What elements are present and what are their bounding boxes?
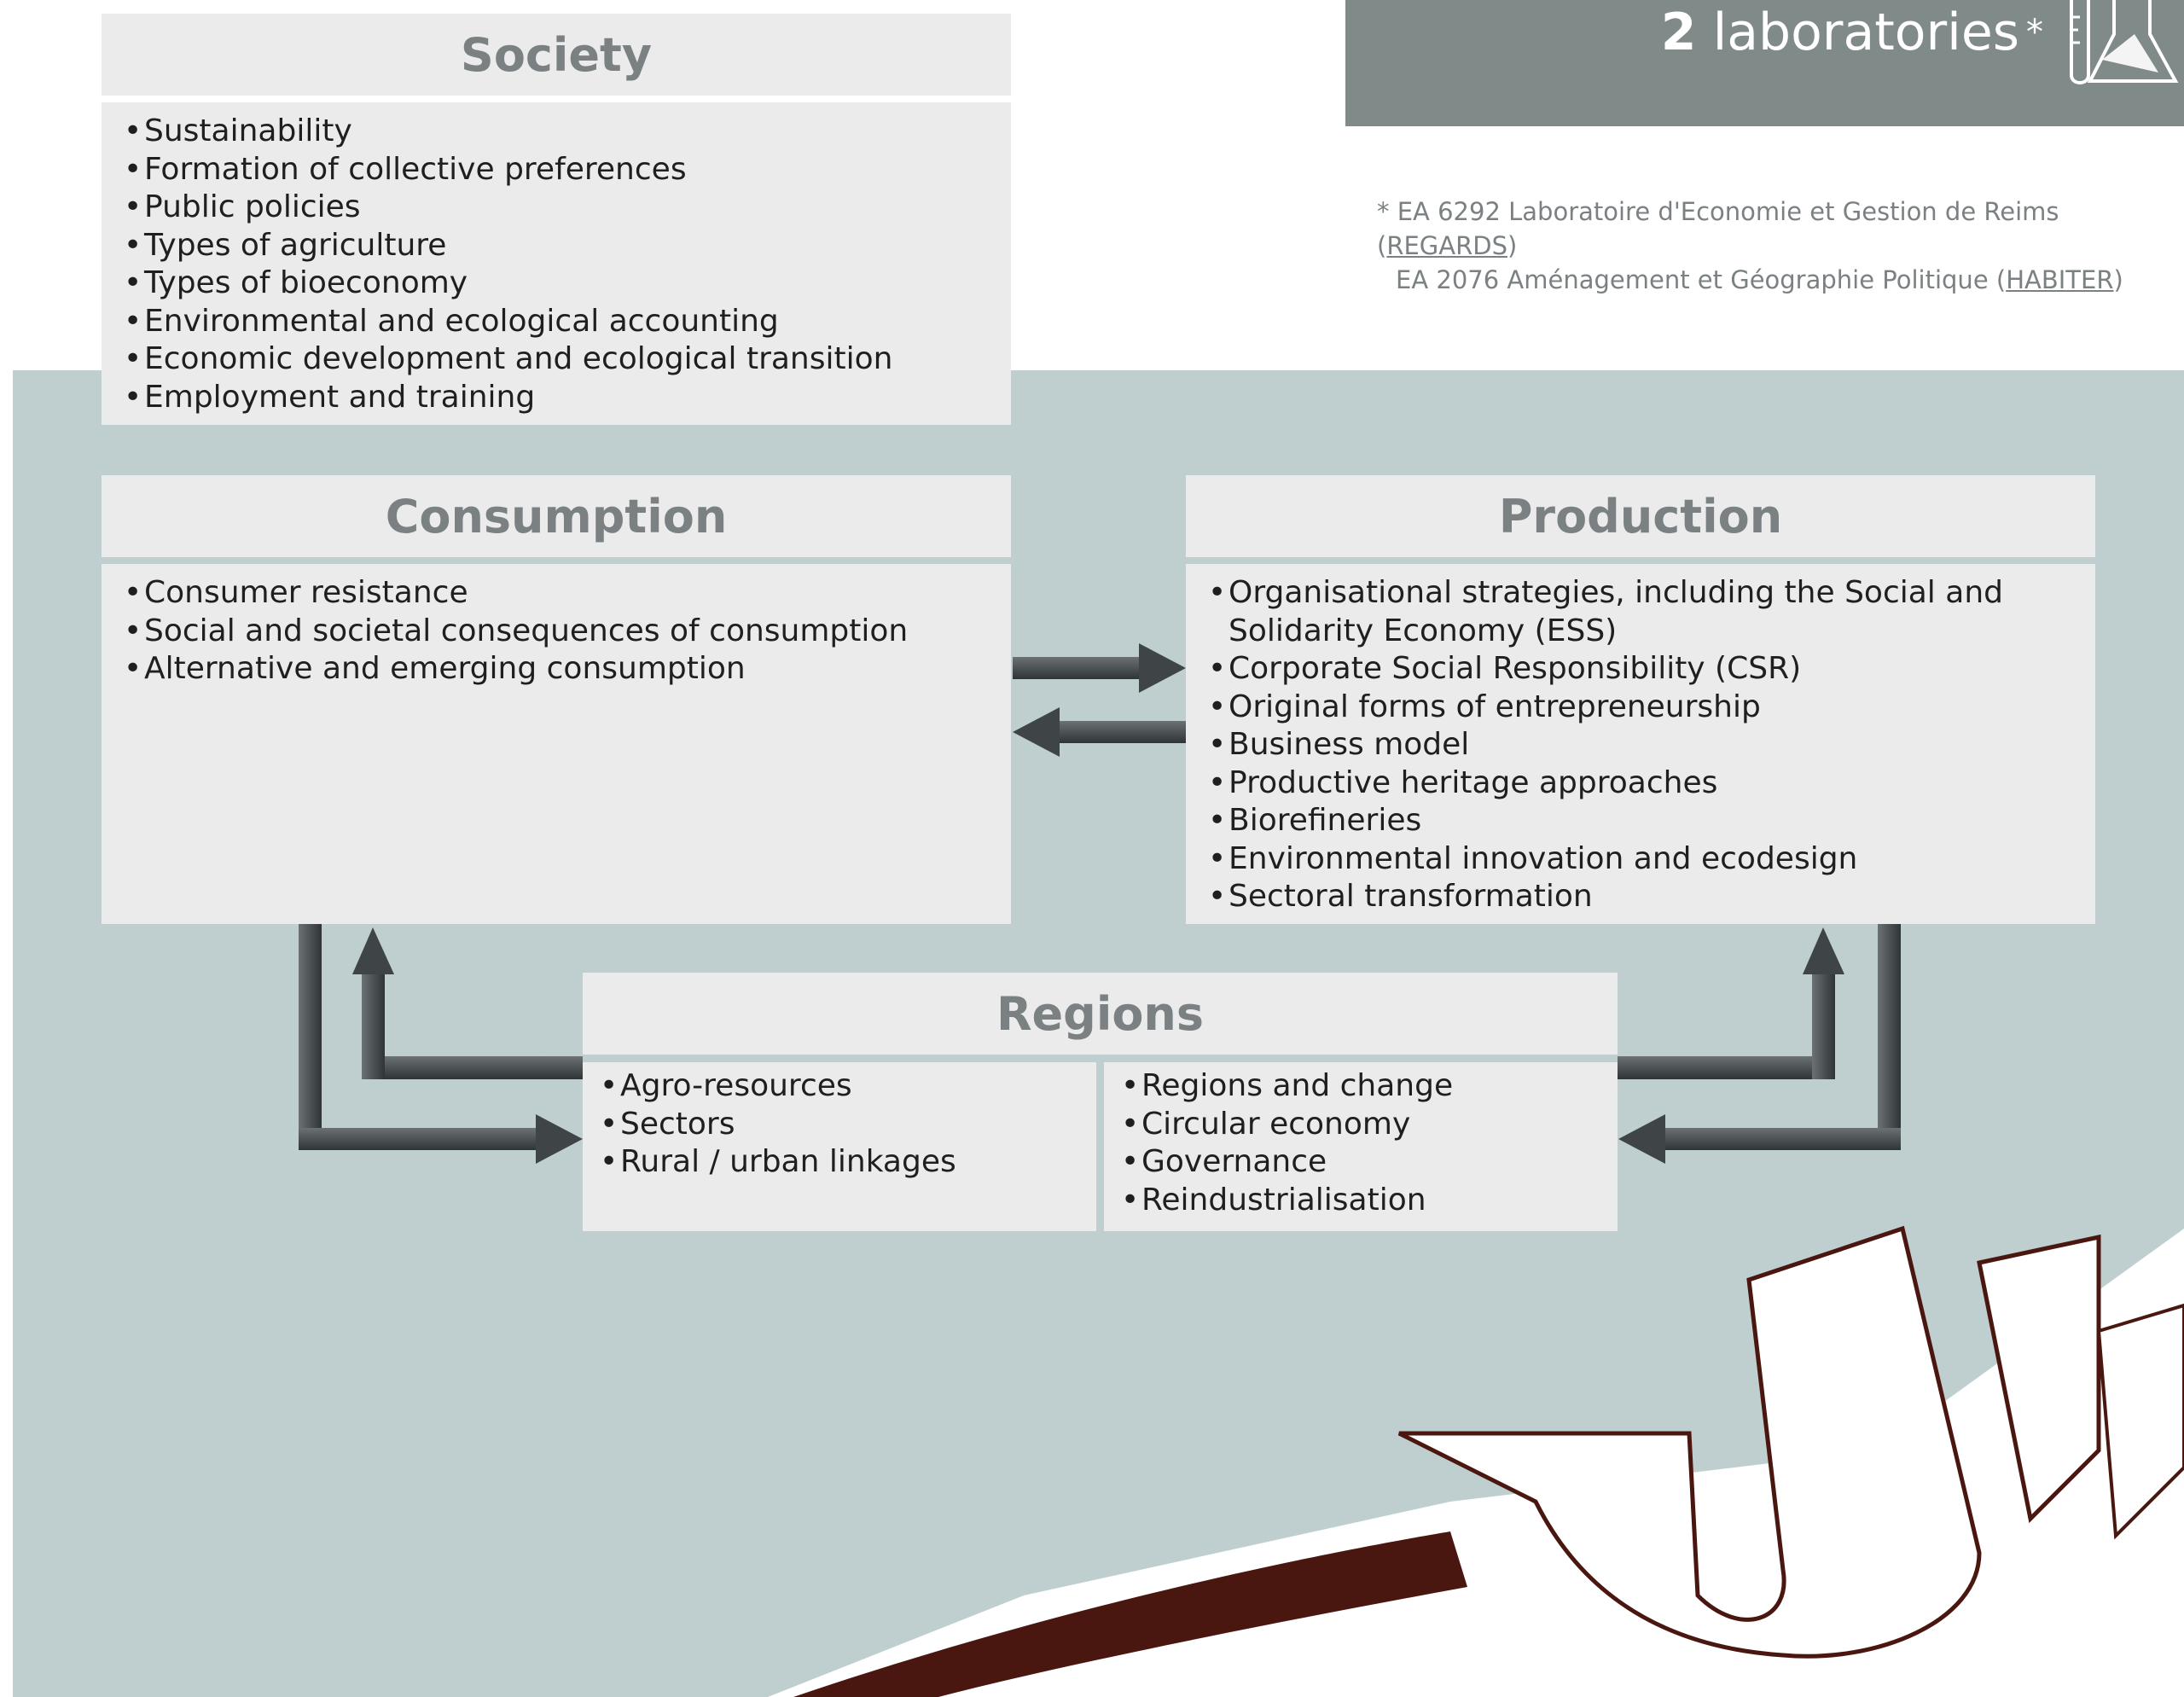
flask-icon xyxy=(2070,0,2179,84)
production-item: Productive heritage approaches xyxy=(1208,764,2078,803)
consumption-item: Alternative and emerging consumption xyxy=(124,650,985,689)
production-item: Biorefineries xyxy=(1208,802,2078,840)
footnote-line-1: * EA 6292 Laboratoire d'Economie et Gest… xyxy=(1377,195,2184,263)
regions-right-body: Regions and changeCircular economyGovern… xyxy=(1104,1062,1618,1231)
arrow-regions-to-production xyxy=(1618,927,1844,1079)
society-list: SustainabilityFormation of collective pr… xyxy=(124,113,985,416)
production-title: Production xyxy=(1498,489,1783,543)
arrow-regions-to-consumption xyxy=(352,927,583,1079)
regions-item: Rural / urban linkages xyxy=(600,1143,1086,1182)
society-item: Sustainability xyxy=(124,113,985,151)
production-item: Business model xyxy=(1208,726,2078,764)
production-body: Organisational strategies, including the… xyxy=(1186,564,2095,924)
consumption-list: Consumer resistanceSocial and societal c… xyxy=(124,574,985,689)
consumption-body: Consumer resistanceSocial and societal c… xyxy=(102,564,1011,924)
society-item: Types of agriculture xyxy=(124,227,985,265)
laboratories-label: 2 laboratories* xyxy=(1661,0,2043,65)
society-item: Environmental and ecological accounting xyxy=(124,303,985,341)
laboratories-count: 2 xyxy=(1660,3,1697,62)
production-header: Production xyxy=(1186,475,2095,557)
regions-item: Reindustrialisation xyxy=(1121,1182,1607,1220)
arrow-consumption-to-regions xyxy=(299,924,583,1164)
laboratories-word: laboratories xyxy=(1712,3,2019,62)
footnote-1-close: ) xyxy=(1507,231,1518,260)
arrow-production-to-regions xyxy=(1618,924,1901,1164)
arrow-consumption-to-production xyxy=(1013,643,1186,693)
consumption-title: Consumption xyxy=(385,489,728,543)
regions-title: Regions xyxy=(996,986,1205,1041)
regions-item: Sectors xyxy=(600,1106,1086,1144)
society-item: Employment and training xyxy=(124,379,985,417)
footnote-2-text: EA 2076 Aménagement et Géographie Politi… xyxy=(1396,265,2007,294)
habiter-link[interactable]: HABITER xyxy=(2006,265,2114,294)
society-item: Public policies xyxy=(124,189,985,227)
society-item: Types of bioeconomy xyxy=(124,264,985,303)
regions-right-list: Regions and changeCircular economyGovern… xyxy=(1121,1067,1607,1219)
production-item: Original forms of entrepreneurship xyxy=(1208,689,2078,727)
consumption-item: Consumer resistance xyxy=(124,574,985,613)
production-item: Organisational strategies, including the… xyxy=(1208,574,2078,650)
society-header: Society xyxy=(102,14,1011,96)
production-list: Organisational strategies, including the… xyxy=(1208,574,2078,916)
logo-u-shapes xyxy=(1397,1225,2184,1659)
regions-item: Governance xyxy=(1121,1143,1607,1182)
arrow-production-to-consumption xyxy=(1013,707,1186,757)
laboratories-footnote: * EA 6292 Laboratoire d'Economie et Gest… xyxy=(1377,195,2184,297)
society-item: Economic development and ecological tran… xyxy=(124,340,985,379)
logo-brown-swoosh xyxy=(793,1531,1467,1697)
society-item: Formation of collective preferences xyxy=(124,151,985,189)
consumption-item: Social and societal consequences of cons… xyxy=(124,613,985,651)
regions-item: Agro-resources xyxy=(600,1067,1086,1106)
footnote-2-close: ) xyxy=(2113,265,2123,294)
society-title: Society xyxy=(460,27,653,82)
production-item: Sectoral transformation xyxy=(1208,878,2078,916)
regards-link[interactable]: REGARDS xyxy=(1386,231,1508,260)
regions-item: Circular economy xyxy=(1121,1106,1607,1144)
regions-header: Regions xyxy=(583,973,1618,1055)
laboratories-asterisk: * xyxy=(2026,13,2043,52)
laboratories-banner: 2 laboratories* xyxy=(1345,0,2184,126)
regions-left-body: Agro-resourcesSectorsRural / urban linka… xyxy=(583,1062,1096,1231)
production-item: Corporate Social Responsibility (CSR) xyxy=(1208,650,2078,689)
consumption-header: Consumption xyxy=(102,475,1011,557)
society-body: SustainabilityFormation of collective pr… xyxy=(102,102,1011,425)
regions-item: Regions and change xyxy=(1121,1067,1607,1106)
footnote-1-text: * EA 6292 Laboratoire d'Economie et Gest… xyxy=(1377,197,2059,260)
regions-left-list: Agro-resourcesSectorsRural / urban linka… xyxy=(600,1067,1086,1182)
production-item: Environmental innovation and ecodesign xyxy=(1208,840,2078,879)
footnote-line-2: EA 2076 Aménagement et Géographie Politi… xyxy=(1377,263,2184,297)
